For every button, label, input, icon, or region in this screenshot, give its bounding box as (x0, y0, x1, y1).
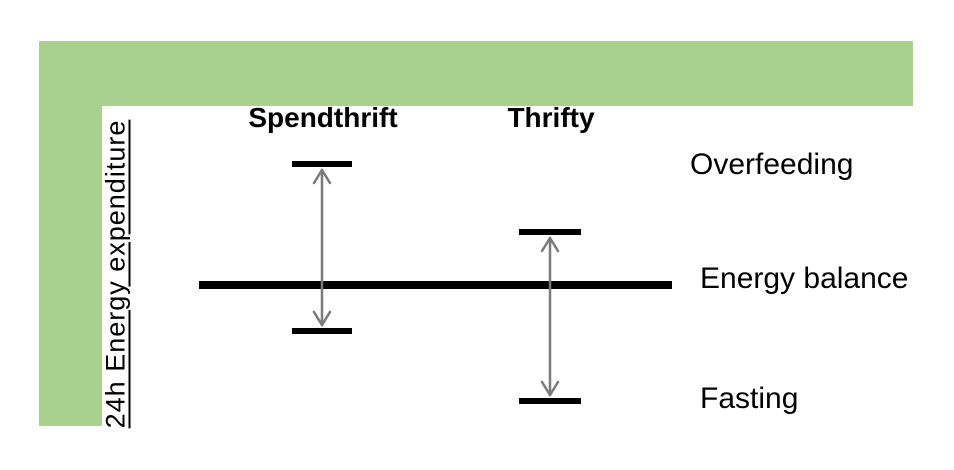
green-border-frame: 24h Energy expenditure Spendthrift Thrif… (39, 41, 927, 451)
column-header-thrifty: Thrifty (507, 102, 595, 133)
level-label-fasting: Fasting (700, 382, 799, 415)
spendthrift-overfeeding-bar (292, 161, 352, 167)
spendthrift-range-arrow (312, 168, 332, 327)
level-label-overfeeding: Overfeeding (690, 148, 854, 181)
range-arrows (312, 168, 560, 397)
thrifty-overfeeding-bar (519, 229, 581, 235)
thrifty-fasting-bar (519, 398, 581, 404)
plot-panel: 24h Energy expenditure Spendthrift Thrif… (101, 102, 927, 451)
energy-balance-line (199, 281, 672, 289)
level-label-energy-balance: Energy balance (700, 262, 909, 295)
column-header-spendthrift: Spendthrift (248, 102, 398, 133)
spendthrift-fasting-bar (292, 328, 352, 334)
thrifty-range-arrow (540, 236, 560, 397)
